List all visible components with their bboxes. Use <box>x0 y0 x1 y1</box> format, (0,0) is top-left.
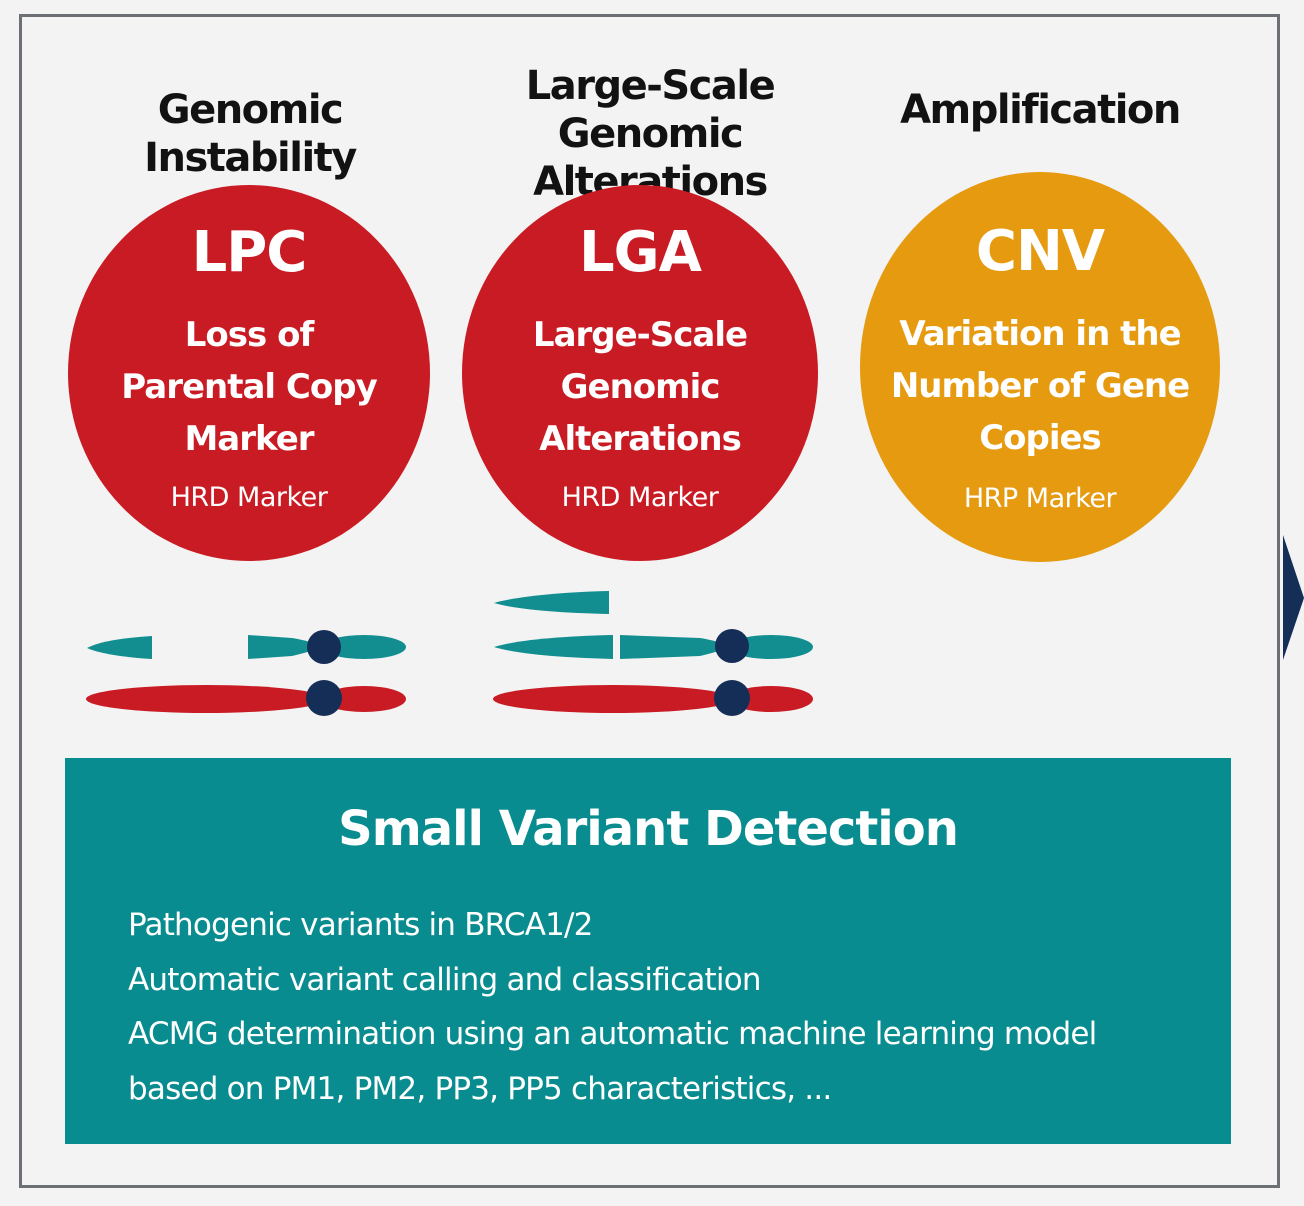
lpc-marker-label: HRD Marker <box>170 482 328 513</box>
lga-teal-chromosome <box>494 591 813 663</box>
lga-teal-arm-right <box>729 635 813 659</box>
lga-full-name: Large-Scale Genomic Alterations <box>532 315 748 459</box>
lga-teal-centromere <box>715 629 749 663</box>
lpc-full-name: Loss of Parental Copy Marker <box>121 315 377 459</box>
cnv-circle: CNV Variation in the Number of Gene Copi… <box>860 172 1220 562</box>
list-item: ACMG determination using an automatic ma… <box>128 1016 1097 1052</box>
lga-marker-label: HRD Marker <box>561 482 719 513</box>
lga-circle: LGA Large-Scale Genomic Alterations HRD … <box>462 185 818 561</box>
list-item: Pathogenic variants in BRCA1/2 <box>128 907 593 943</box>
lpc-teal-arm-left <box>248 635 324 659</box>
lga-red-arm-left <box>493 685 733 713</box>
lpc-teal-fragment-left <box>87 636 152 659</box>
cnv-abbreviation: CNV <box>975 219 1105 284</box>
lpc-teal-chromosome <box>87 630 406 664</box>
lpc-teal-arm-right <box>322 635 406 659</box>
heading-amplification: Amplification <box>900 87 1181 133</box>
small-variant-detection-title: Small Variant Detection <box>338 801 959 857</box>
lpc-red-centromere <box>306 680 342 716</box>
small-variant-detection-panel: Small Variant Detection Pathogenic varia… <box>65 758 1231 1144</box>
cnv-full-name: Variation in the Number of Gene Copies <box>890 314 1190 458</box>
chromosome-illustrations <box>86 591 813 716</box>
lpc-red-chromosome <box>86 680 406 716</box>
heading-genomic-instability: Genomic Instability <box>144 87 357 181</box>
lga-red-arm-right <box>729 686 813 712</box>
lpc-abbreviation: LPC <box>191 220 308 285</box>
lga-teal-segment-top <box>494 591 609 614</box>
lga-abbreviation: LGA <box>579 220 702 285</box>
lpc-circle: LPC Loss of Parental Copy Marker HRD Mar… <box>68 185 430 561</box>
lga-teal-arm-mid <box>620 635 732 659</box>
lpc-red-arm-left <box>86 685 326 713</box>
list-item: Automatic variant calling and classifica… <box>128 961 762 998</box>
small-variant-detection-list: Pathogenic variants in BRCA1/2 Automatic… <box>128 898 1097 1116</box>
lga-red-centromere <box>714 680 750 716</box>
cnv-marker-label: HRP Marker <box>963 483 1117 514</box>
lga-red-chromosome <box>493 680 813 716</box>
list-item: based on PM1, PM2, PP3, PP5 characterist… <box>128 1070 832 1107</box>
lpc-teal-centromere <box>307 630 341 664</box>
lga-teal-arm-left <box>494 635 613 659</box>
lpc-red-arm-right <box>322 686 406 712</box>
